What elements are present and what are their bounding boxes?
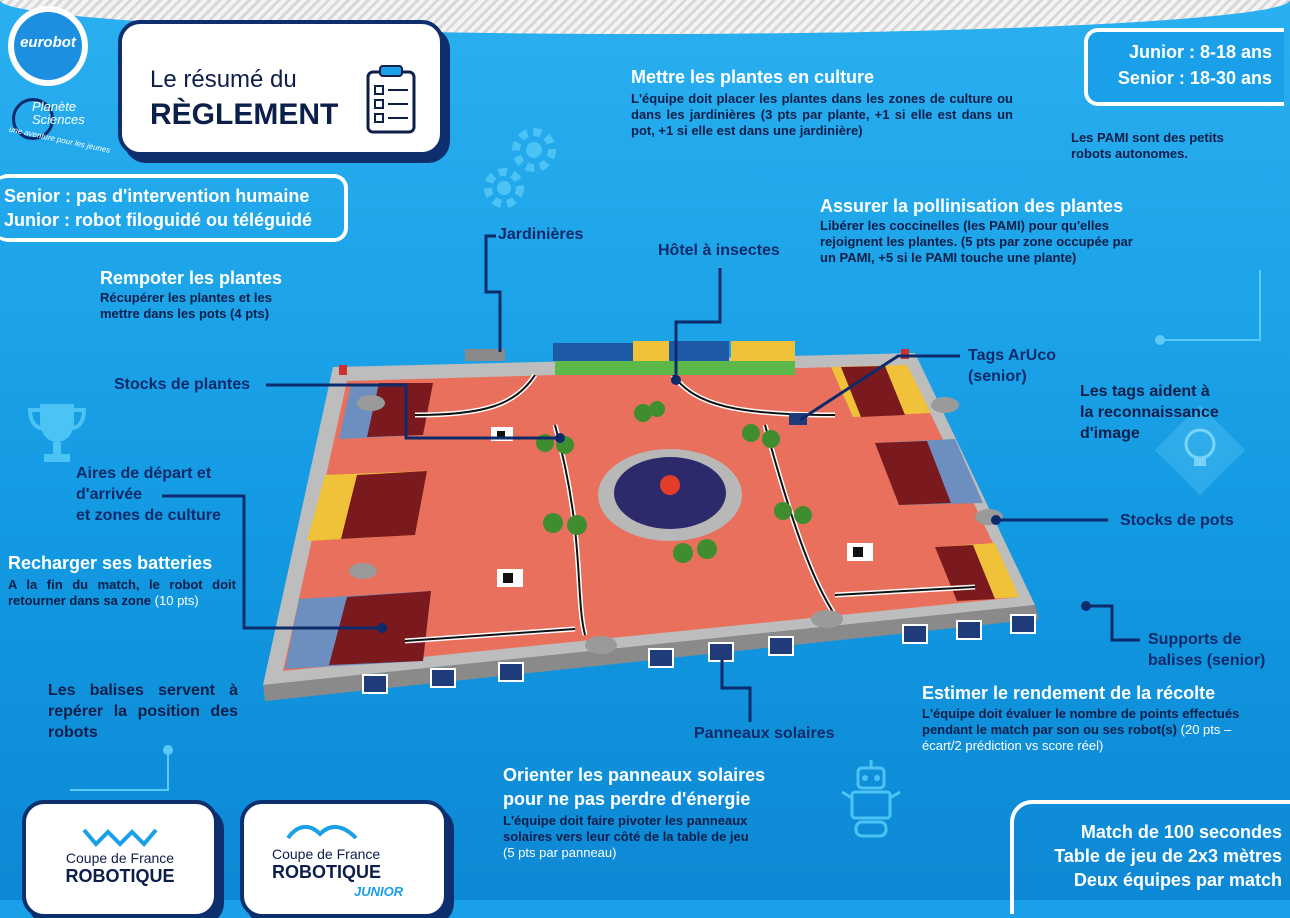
estimer-pts: (20 pts – écart/2 prédiction vs score ré…	[922, 722, 1232, 753]
cfr-junior-logo: Coupe de France ROBOTIQUE JUNIOR	[240, 800, 448, 918]
cfr-junior-icon	[286, 825, 358, 840]
cfr-robotique: ROBOTIQUE	[65, 866, 175, 886]
orienter-pts: (5 pts par panneau)	[503, 845, 617, 860]
match-info-box: Match de 100 secondes Table de jeu de 2x…	[1010, 800, 1290, 914]
modes-box: Senior : pas d'intervention humaine Juni…	[0, 174, 348, 242]
clipboard-icon	[366, 65, 416, 134]
junior-age: Junior : 8-18 ans	[1128, 42, 1272, 62]
pollination-text: Libérer les coccinelles (les PAMI) pour …	[820, 218, 1133, 265]
cfr-icon	[82, 828, 158, 847]
game-board	[263, 341, 1039, 701]
cfr-junior-tag: JUNIOR	[354, 884, 404, 899]
title-panel: Le résumé du RÈGLEMENT	[118, 20, 444, 156]
tags-help-1: Les tags aident à	[1080, 383, 1210, 400]
match-teams: Deux équipes par match	[1073, 870, 1282, 890]
title-line1: Le résumé du	[150, 66, 297, 93]
tags-help-2: la reconnaissance	[1080, 404, 1219, 421]
label-aires-1: Aires de départ et	[76, 465, 212, 482]
planete-sciences-logo: Planète Sciences une aventure pour les j…	[8, 98, 112, 155]
label-jardinieres: Jardinières	[498, 226, 584, 243]
senior-mode: Senior : pas d'intervention humaine	[4, 186, 310, 206]
eurobot-logo: eurobot	[8, 6, 88, 86]
cfr-junior-robotique: ROBOTIQUE	[272, 862, 382, 882]
label-tags-senior: (senior)	[968, 368, 1027, 385]
lightbulb-icon	[1154, 404, 1246, 496]
recharge-text: A la fin du match, le robot doit retourn…	[8, 577, 236, 609]
pami-text: Les PAMI sont des petits robots autonome…	[1071, 130, 1224, 161]
recharge-pts: (10 pts)	[154, 593, 199, 608]
label-tags-aruco: Tags ArUco	[968, 347, 1057, 364]
match-duration: Match de 100 secondes	[1080, 822, 1282, 842]
age-categories-box: Junior : 8-18 ans Senior : 18-30 ans	[1084, 28, 1284, 106]
orienter-title-1: Orienter les panneaux solaires	[503, 765, 766, 785]
match-table: Table de jeu de 2x3 mètres	[1054, 846, 1282, 866]
label-aires-3: et zones de culture	[76, 507, 221, 524]
orienter-text: L'équipe doit faire pivoter les panneaux…	[503, 813, 793, 861]
tags-help-3: d'image	[1080, 425, 1140, 442]
rempoter-title: Rempoter les plantes	[100, 268, 283, 288]
label-supports-1: Supports de	[1148, 631, 1242, 648]
title-line2: RÈGLEMENT	[150, 98, 339, 131]
cfr-title: Coupe de France	[65, 850, 175, 866]
label-stocks-plantes: Stocks de plantes	[114, 376, 251, 393]
estimer-title: Estimer le rendement de la récolte	[922, 683, 1216, 703]
estimer-text: L'équipe doit évaluer le nombre de point…	[922, 706, 1252, 754]
rempoter-text: Récupérer les plantes et les mettre dans…	[100, 290, 272, 321]
cfr-junior-title: Coupe de France	[272, 846, 381, 862]
estimer-text-main: L'équipe doit évaluer le nombre de point…	[922, 706, 1240, 737]
culture-title: Mettre les plantes en culture	[631, 67, 875, 87]
orienter-text-main: L'équipe doit faire pivoter les panneaux…	[503, 813, 749, 844]
senior-age: Senior : 18-30 ans	[1117, 68, 1272, 88]
balises-text: Les balises servent à repérer la positio…	[48, 682, 238, 741]
label-panneaux: Panneaux solaires	[694, 725, 835, 742]
estimer-bold: robot(s)	[1127, 722, 1178, 737]
cfr-logo: Coupe de France ROBOTIQUE	[22, 800, 218, 918]
gear-icon	[484, 128, 556, 208]
orienter-title-2: pour ne pas perdre d'énergie	[503, 789, 751, 809]
recharge-title: Recharger ses batteries	[8, 553, 213, 573]
junior-mode: Junior : robot filoguidé ou téléguidé	[4, 210, 312, 230]
recharge-text-main: A la fin du match, le robot doit retourn…	[8, 577, 236, 608]
label-aires-2: d'arrivée	[76, 486, 143, 503]
pollination-title: Assurer la pollinisation des plantes	[820, 196, 1124, 216]
label-stocks-pots: Stocks de pots	[1120, 512, 1234, 529]
culture-text: L'équipe doit placer les plantes dans le…	[631, 91, 1013, 138]
label-hotel: Hôtel à insectes	[658, 242, 780, 259]
robot-icon	[841, 760, 901, 838]
label-supports-2: balises (senior)	[1148, 652, 1266, 669]
trophy-icon	[27, 404, 87, 462]
